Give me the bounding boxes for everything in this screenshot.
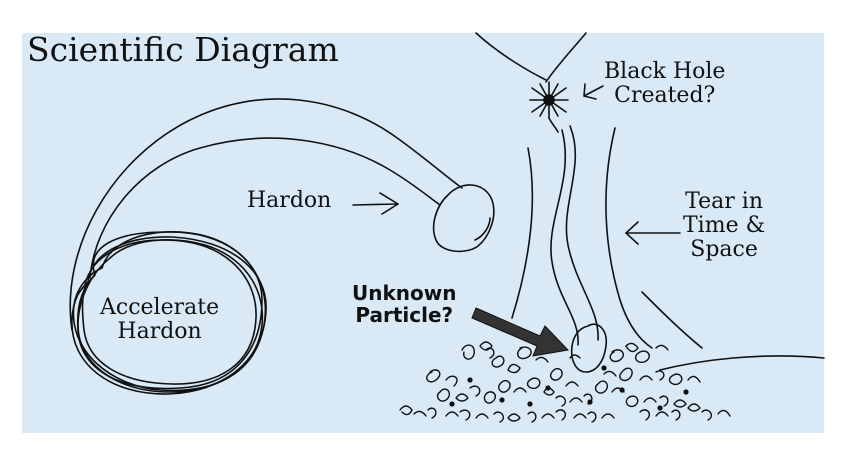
unknown-particle-label: Unknown Particle?: [352, 281, 457, 327]
spacetime-tear: [511, 125, 825, 371]
black-hole-arrow: [583, 83, 604, 100]
black-hole-star: [529, 81, 569, 133]
tear-arrow: [625, 221, 681, 245]
black-hole-label: Black Hole Created?: [604, 59, 726, 108]
unknown-particle: [570, 323, 608, 373]
accelerator-loops: [71, 231, 267, 395]
converging-lines: [475, 32, 587, 83]
unknown-particle-arrow: [471, 307, 570, 357]
debris-scribbles: [399, 341, 731, 423]
hardon-trail: [69, 98, 463, 331]
hardon-label: Hardon: [247, 188, 332, 213]
hardon-arrow: [352, 192, 399, 215]
debris-dots: [449, 365, 689, 411]
diagram-title: Scientific Diagram: [27, 30, 339, 69]
tear-label: Tear in Time & Space: [683, 189, 766, 262]
accelerate-label: Accelerate Hardon: [100, 295, 220, 344]
hardon-particle: [432, 184, 495, 253]
